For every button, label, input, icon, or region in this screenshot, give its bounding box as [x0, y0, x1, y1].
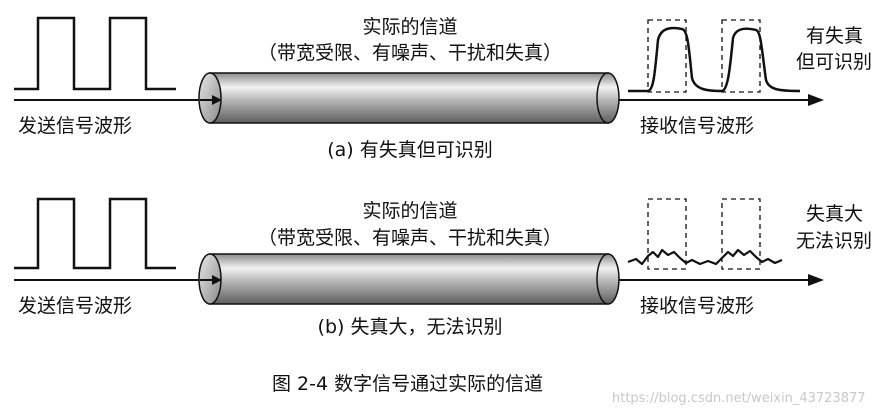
- channel-subtitle-a: （带宽受限、有噪声、干扰和失真）: [257, 42, 563, 64]
- side-note-1-a: 有失真: [806, 25, 864, 47]
- send-label-a: 发送信号波形: [18, 115, 133, 137]
- channel-tube-b: [198, 253, 620, 305]
- recv-waveform-a: [628, 26, 801, 93]
- channel-title-b: 实际的信道: [362, 200, 458, 222]
- figure-caption: 图 2-4 数字信号通过实际的信道: [272, 373, 544, 395]
- axis-arrowhead-a: [808, 94, 824, 106]
- send-label-b: 发送信号波形: [18, 295, 133, 317]
- recv-label-b: 接收信号波形: [640, 295, 755, 317]
- side-note-2-a: 但可识别: [796, 51, 873, 73]
- side-note-1-b: 失真大: [806, 203, 864, 225]
- ideal-pulse-outline-a: [647, 19, 761, 93]
- recv-waveform-b: [627, 248, 783, 266]
- channel-tube-a: [198, 72, 620, 124]
- ideal-pulse-outline-b: [647, 198, 761, 270]
- panel-b: [14, 197, 824, 305]
- send-waveform-b: [14, 197, 176, 270]
- side-note-2-b: 无法识别: [796, 230, 873, 252]
- caption-a: (a) 有失真但可识别: [327, 139, 493, 161]
- caption-b: (b) 失真大，无法识别: [317, 316, 503, 338]
- recv-label-a: 接收信号波形: [640, 115, 755, 137]
- panel-a: [14, 16, 824, 124]
- axis-arrowhead-b: [808, 274, 824, 286]
- watermark-text: https://blog.csdn.net/weixin_43723877: [612, 391, 866, 406]
- channel-title-a: 实际的信道: [362, 16, 458, 38]
- send-waveform-a: [14, 16, 176, 91]
- channel-subtitle-b: （带宽受限、有噪声、干扰和失真）: [257, 227, 563, 249]
